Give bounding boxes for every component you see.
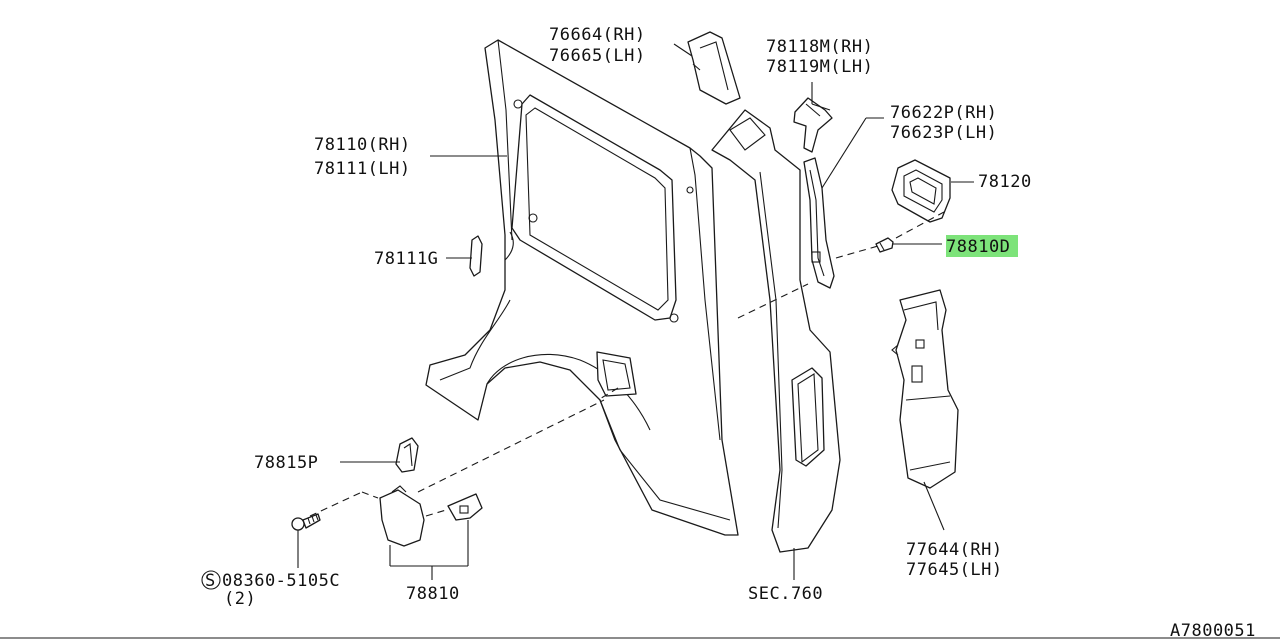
- bolt-08360[interactable]: [291, 513, 321, 531]
- housing-78120[interactable]: [891, 159, 951, 223]
- label-77645[interactable]: 77645(LH): [906, 560, 1003, 580]
- part-labels: 76664(RH) 76665(LH) 78118M(RH) 78119M(LH…: [201, 25, 1256, 640]
- label-78111g[interactable]: 78111G: [374, 249, 438, 269]
- pin-78810d[interactable]: [875, 237, 894, 253]
- label-76623p[interactable]: 76623P(LH): [890, 123, 997, 143]
- leader-lines: [297, 43, 974, 580]
- label-78110[interactable]: 78110(RH): [314, 135, 411, 155]
- hinge-bracket[interactable]: [447, 493, 483, 521]
- bolt-symbol-letter: S: [205, 571, 216, 591]
- label-78111[interactable]: 78111(LH): [314, 159, 411, 179]
- clip-78815p[interactable]: [395, 437, 419, 473]
- label-78118m[interactable]: 78118M(RH): [766, 37, 873, 57]
- highlight-78810d: [946, 235, 1018, 257]
- label-76665[interactable]: 76665(LH): [549, 46, 646, 66]
- diagram-id: A7800051: [1170, 621, 1256, 640]
- label-76622p[interactable]: 76622P(RH): [890, 103, 997, 123]
- label-76664[interactable]: 76664(RH): [549, 25, 646, 45]
- fuel-lid-78810[interactable]: [379, 485, 425, 547]
- label-78815p[interactable]: 78815P: [254, 453, 318, 473]
- label-bolt-08360[interactable]: 08360-5105C: [222, 571, 340, 591]
- pillar-sec-760[interactable]: [711, 109, 841, 553]
- reinforcement-77644[interactable]: [891, 289, 959, 489]
- alignment-lines: [309, 211, 945, 517]
- label-sec-760[interactable]: SEC.760: [748, 584, 823, 604]
- strip-76622p[interactable]: [803, 157, 835, 289]
- label-bolt-qty: (2): [224, 589, 256, 609]
- label-78120[interactable]: 78120: [978, 172, 1032, 192]
- bracket-76664[interactable]: [687, 31, 741, 105]
- label-78810d[interactable]: 78810D: [946, 237, 1010, 257]
- bracket-78111g[interactable]: [469, 235, 483, 277]
- quarter-panel-78110[interactable]: [425, 39, 739, 536]
- clip-78118m[interactable]: [793, 97, 833, 153]
- label-77644[interactable]: 77644(RH): [906, 540, 1003, 560]
- bolt-symbol-circle: [201, 570, 221, 590]
- label-78810[interactable]: 78810: [406, 584, 460, 604]
- label-78119m[interactable]: 78119M(LH): [766, 57, 873, 77]
